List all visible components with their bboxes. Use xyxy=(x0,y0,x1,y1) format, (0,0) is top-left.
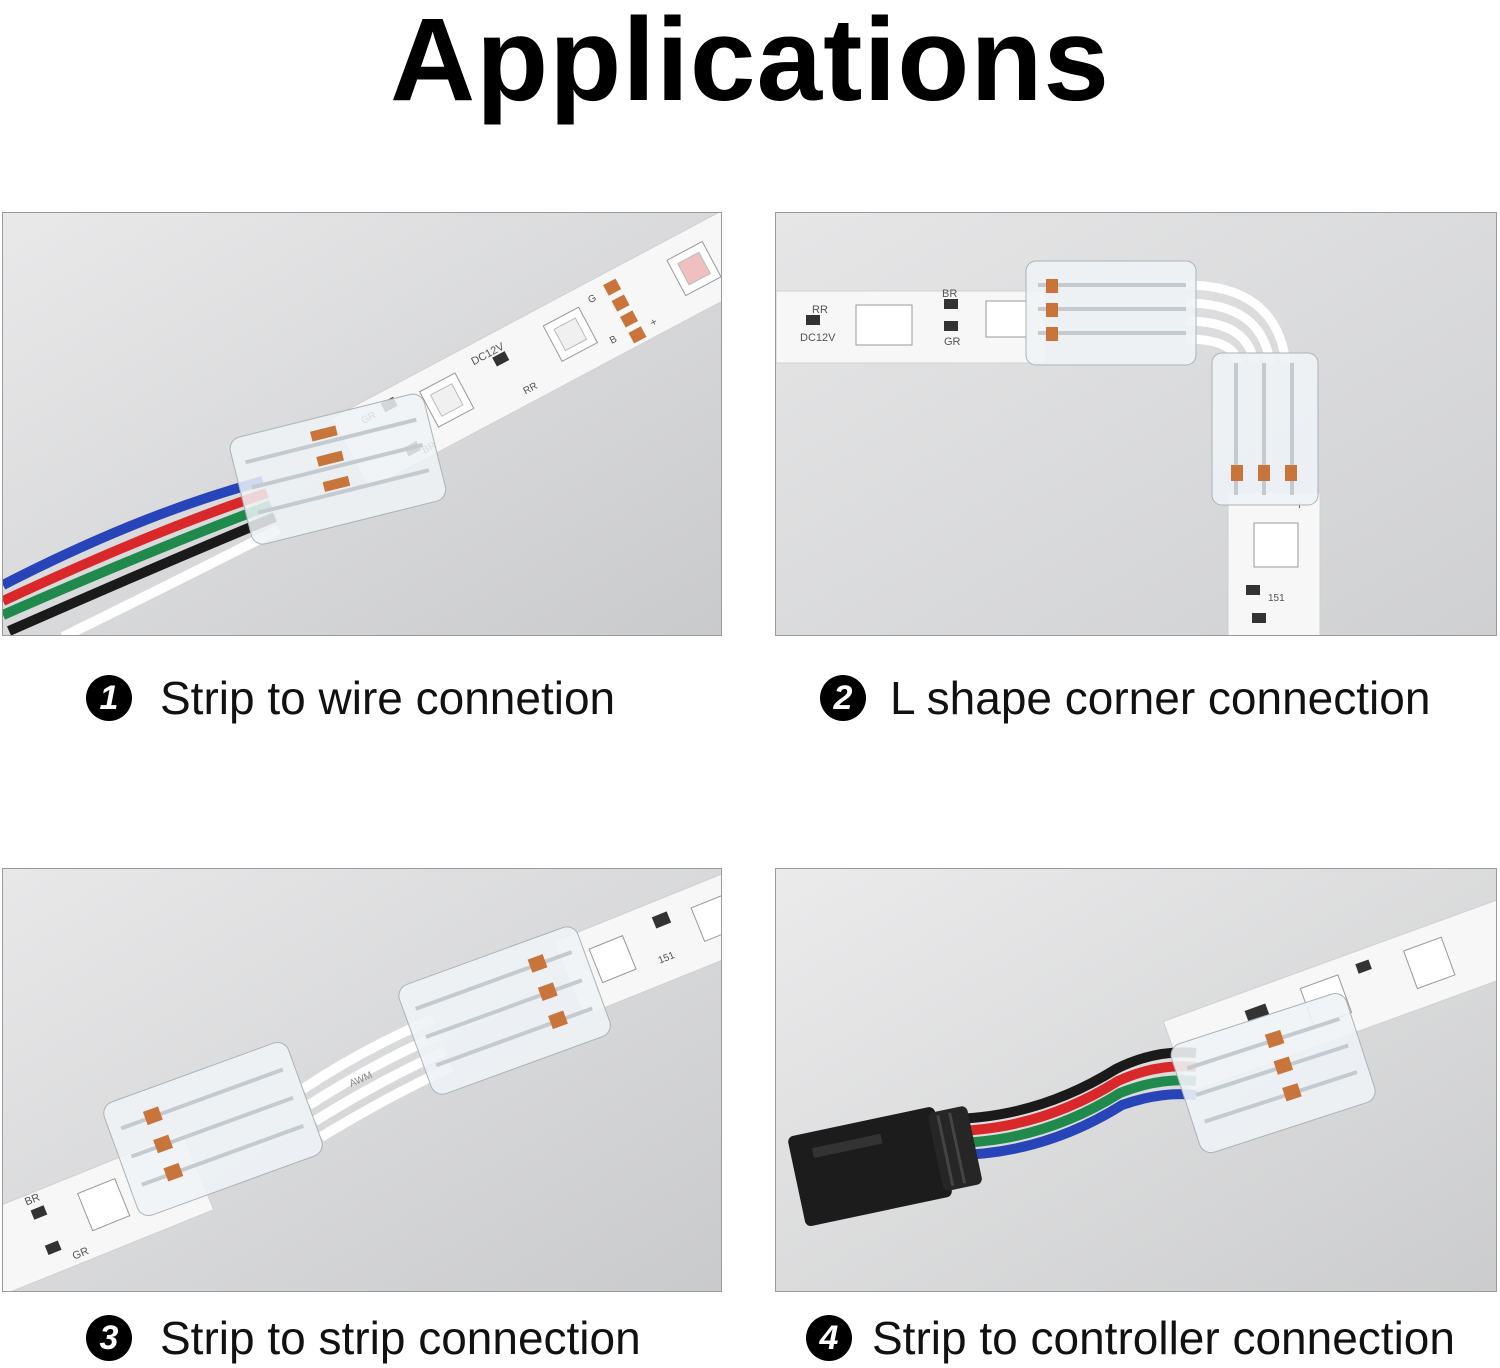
caption-text-4: Strip to controller connection xyxy=(872,1312,1455,1364)
strip-label-151: 151 xyxy=(1268,593,1285,604)
photo-strip-to-wire: DC12V RR GR BR G B + xyxy=(2,212,722,636)
caption-text-3: Strip to strip connection xyxy=(160,1312,641,1364)
caption-3: 3 Strip to strip connection xyxy=(86,1308,641,1368)
strip-label-gr: GR xyxy=(944,336,961,348)
strip-label-dc12v: DC12V xyxy=(800,332,836,344)
number-badge-3: 3 xyxy=(86,1315,132,1361)
strip-label-rr: RR xyxy=(812,304,828,316)
page-title: Applications xyxy=(389,0,1111,126)
strip-label-br: BR xyxy=(942,288,957,300)
caption-text-2: L shape corner connection xyxy=(890,672,1431,724)
caption-2: 2 L shape corner connection xyxy=(820,668,1430,728)
number-badge-2: 2 xyxy=(820,675,866,721)
photo-l-shape-corner: RR DC12V BR GR + 151 xyxy=(775,212,1497,636)
photo-strip-to-strip: 151 BR GR AWM xyxy=(2,868,722,1292)
number-badge-1: 1 xyxy=(86,675,132,721)
caption-text-1: Strip to wire connetion xyxy=(160,672,616,724)
strip-label-plus: + xyxy=(648,316,659,330)
caption-4: 4 Strip to controller connection xyxy=(806,1308,1455,1368)
photo-strip-to-controller xyxy=(775,868,1497,1292)
number-badge-4: 4 xyxy=(806,1315,852,1361)
strip-label-b: B xyxy=(608,334,619,347)
caption-1: 1 Strip to wire connetion xyxy=(86,668,615,728)
strip-label-br: BR xyxy=(23,1192,42,1209)
strip-label-gr: GR xyxy=(71,1245,91,1262)
